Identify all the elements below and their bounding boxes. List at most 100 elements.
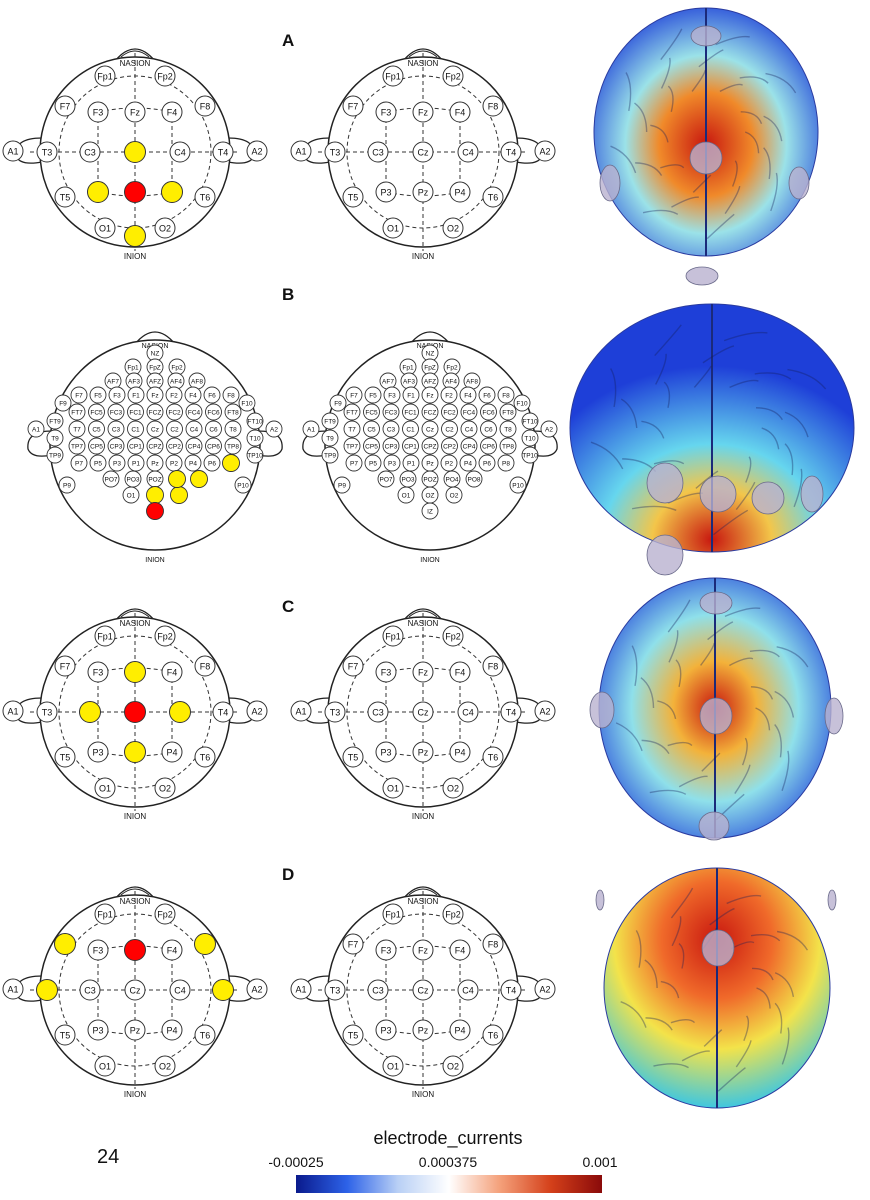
electrode-label: T4 [506, 708, 517, 718]
electrode-fc1 [127, 403, 144, 421]
nasion-label: NASION [120, 897, 151, 906]
electrode-f1 [402, 386, 420, 404]
electrode-label: FC1 [129, 410, 142, 417]
electrode-label: PO3 [126, 477, 139, 484]
brain-sulcus [702, 345, 735, 364]
brain-sulcus [667, 599, 691, 633]
electrode-label: C3 [372, 708, 384, 718]
electrode-label: T7 [348, 427, 356, 434]
electrode-f8 [194, 95, 216, 117]
electrode-fp2 [442, 625, 464, 647]
highlight-cz [124, 141, 146, 163]
electrode-label: A2 [539, 985, 550, 995]
electrode-label: T9 [326, 436, 334, 443]
electrode-fz [412, 101, 434, 123]
electrode-label: T6 [488, 193, 499, 203]
electrode-label: F3 [388, 393, 396, 400]
electrode-cp1 [402, 437, 419, 455]
inion-label: INION [420, 557, 439, 564]
electrode-tp8 [499, 437, 517, 455]
electrode-cp2 [166, 437, 183, 455]
electrode-cz [421, 420, 439, 438]
electrode-p10 [234, 476, 252, 494]
electrode-o1 [382, 777, 404, 799]
electrode-fz [124, 101, 146, 123]
electrode-c3 [367, 701, 389, 723]
electrode-label: NZ [426, 351, 435, 358]
electrode-a1 [2, 700, 24, 722]
inner-ring [346, 75, 500, 229]
electrode-label: P2 [170, 461, 178, 468]
electrode-fp2 [154, 903, 176, 925]
electrode-cp4 [460, 437, 478, 455]
brain-sulcus [678, 943, 685, 969]
brain-view [595, 867, 837, 1109]
electrode-p6 [478, 454, 496, 472]
brain-sulcus [726, 894, 762, 905]
electrode-label: C1 [131, 427, 140, 434]
electrode-t3 [324, 701, 346, 723]
electrode-o2 [442, 1055, 464, 1077]
electrode-label: C6 [209, 427, 218, 434]
electrode-label: F7 [75, 393, 83, 400]
electrode-a1 [2, 978, 24, 1000]
brain-sulcus [634, 102, 648, 133]
brain-sulcus [774, 1002, 783, 1034]
left-head: NASIONINIONFp1Fp2F3FzF4A1C3CzC4A2T5P3PzP… [2, 886, 268, 1099]
brain-sulcus [649, 789, 687, 795]
electrode-label: A2 [545, 427, 553, 434]
electrode-label: T5 [348, 193, 359, 203]
electrode-f8 [482, 655, 504, 677]
highlight-c4 [169, 701, 191, 723]
electrode-label: AF4 [170, 379, 182, 386]
electrode-f4 [449, 101, 471, 123]
brain-sulcus [635, 162, 663, 176]
brain-sulcus [641, 739, 670, 755]
electrode-t6 [194, 186, 216, 208]
electrode-label: F1 [132, 393, 140, 400]
electrode-label: T6 [488, 1031, 499, 1041]
left-head: NASIONINIONNZFp1FpZFp2AF7AF3AFZAF4AF8F9F… [27, 331, 283, 564]
highlight-o2 [170, 486, 188, 504]
electrode-label: Fz [418, 108, 428, 118]
electrode-label: POZ [423, 477, 436, 484]
electrode-t5 [54, 186, 76, 208]
electrode-label: O2 [159, 224, 171, 234]
brain-sulcus [724, 607, 761, 618]
electrode-a1 [2, 140, 24, 162]
electrode-label: F4 [167, 108, 178, 118]
brain-view [589, 577, 844, 841]
electrode-label: FpZ [149, 365, 161, 372]
row-letter: B [282, 285, 294, 304]
electrode-p3 [383, 454, 401, 472]
electrode-label: AF7 [107, 379, 119, 386]
electrode-fp1 [94, 65, 116, 87]
electrode-marker [689, 141, 723, 175]
nose-inner [408, 888, 438, 896]
electrode-label: T3 [330, 148, 341, 158]
brain-sulcus [668, 630, 679, 663]
brain-sulcus [641, 420, 665, 439]
brain-sulcus [793, 468, 803, 508]
electrode-label: F8 [227, 393, 235, 400]
electrode-p2 [440, 454, 458, 472]
electrode-t10 [521, 429, 539, 447]
electrode-f3 [375, 661, 397, 683]
electrode-p4 [459, 454, 477, 472]
electrode-label: P10 [237, 483, 249, 490]
electrode-label: A1 [7, 985, 18, 995]
electrode-label: A1 [7, 147, 18, 157]
brain-sulcus [667, 85, 674, 112]
electrode-label: A1 [7, 707, 18, 717]
electrode-t5 [342, 746, 364, 768]
electrode-label: Fp1 [385, 910, 401, 920]
electrode-label: O2 [447, 784, 459, 794]
electrode-label: Fp1 [97, 72, 113, 82]
electrode-ft10 [521, 412, 539, 430]
electrode-a2 [540, 420, 558, 438]
electrode-label: F7 [348, 662, 359, 672]
electrode-p4 [449, 1019, 471, 1041]
electrode-label: F8 [502, 393, 510, 400]
electrode-label: A2 [270, 427, 278, 434]
electrode-label: T5 [348, 753, 359, 763]
